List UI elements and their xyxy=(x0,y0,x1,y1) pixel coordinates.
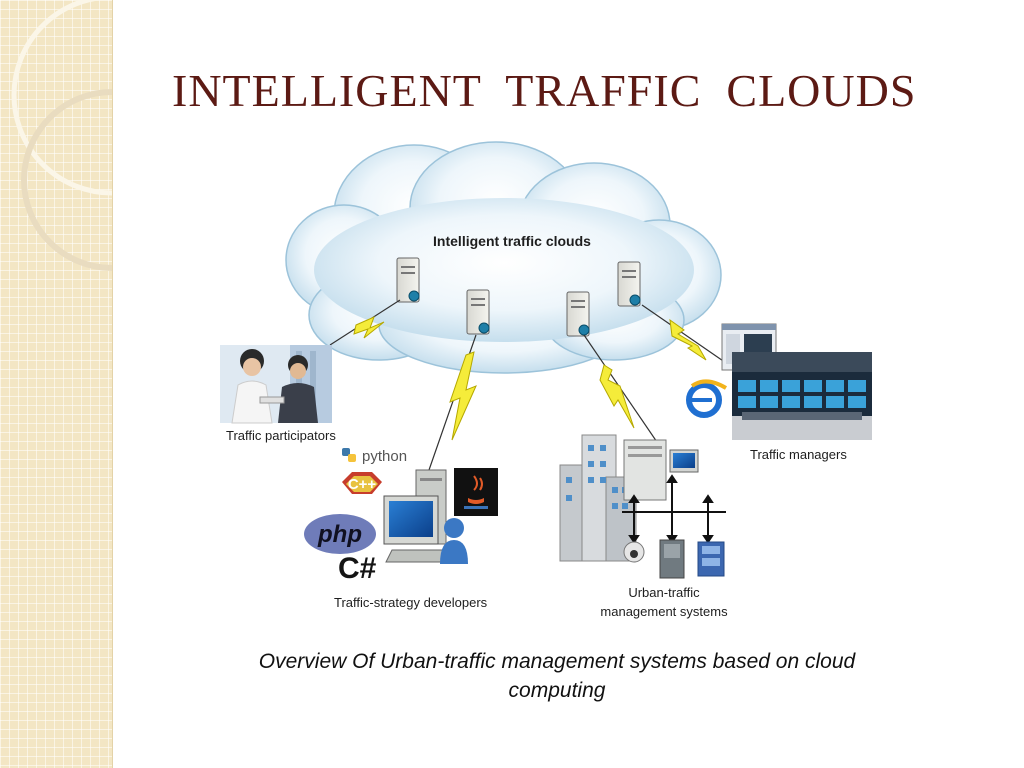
diagram-caption: Overview Of Urban-traffic management sys… xyxy=(258,650,856,702)
csharp-logo-text: C# xyxy=(338,552,377,585)
cloud xyxy=(285,141,722,374)
lightning-icons xyxy=(353,316,707,441)
signal-panel-icon xyxy=(697,541,725,577)
sidebar-ring-top xyxy=(11,0,112,196)
server-icon xyxy=(466,289,490,335)
php-logo: php xyxy=(304,514,376,554)
slide-title: INTELLIGENT TRAFFIC CLOUDS xyxy=(172,65,917,116)
network-connectors xyxy=(622,474,726,544)
camera-icon xyxy=(623,541,645,563)
python-logo-text: python xyxy=(362,448,407,465)
sidebar-ring-bottom xyxy=(21,89,112,271)
cpp-logo-text: C++ xyxy=(348,476,377,493)
sidebar-rings xyxy=(11,0,112,271)
lightning-icon xyxy=(449,351,477,441)
lightning-icon xyxy=(599,364,635,429)
label-traffic-participators: Traffic participators xyxy=(226,428,336,443)
control-room-photo xyxy=(732,352,872,440)
server-cabinet-icon xyxy=(623,439,699,501)
lightning-icon xyxy=(353,316,385,339)
cpp-logo: C++ xyxy=(342,472,382,494)
label-traffic-managers: Traffic managers xyxy=(750,447,847,462)
traffic-cloud-diagram: Intelligent traffic clouds xyxy=(220,141,872,619)
server-icon xyxy=(396,257,420,303)
decorative-sidebar xyxy=(0,0,113,768)
cloud-label: Intelligent traffic clouds xyxy=(433,233,591,249)
label-management-systems: management systems xyxy=(600,604,728,619)
lightning-icon xyxy=(669,318,707,361)
python-logo: python xyxy=(342,448,407,465)
java-logo xyxy=(454,468,498,516)
participators-photo xyxy=(220,345,332,424)
label-urban-traffic: Urban-traffic xyxy=(628,585,700,600)
browser-icon xyxy=(686,379,728,418)
server-icon xyxy=(566,291,590,337)
server-icon xyxy=(617,261,641,307)
control-box-icon xyxy=(659,539,685,579)
php-logo-text: php xyxy=(317,521,362,548)
user-icon xyxy=(440,518,468,564)
label-traffic-strategy-developers: Traffic-strategy developers xyxy=(334,595,488,610)
computer-icon xyxy=(383,469,451,563)
